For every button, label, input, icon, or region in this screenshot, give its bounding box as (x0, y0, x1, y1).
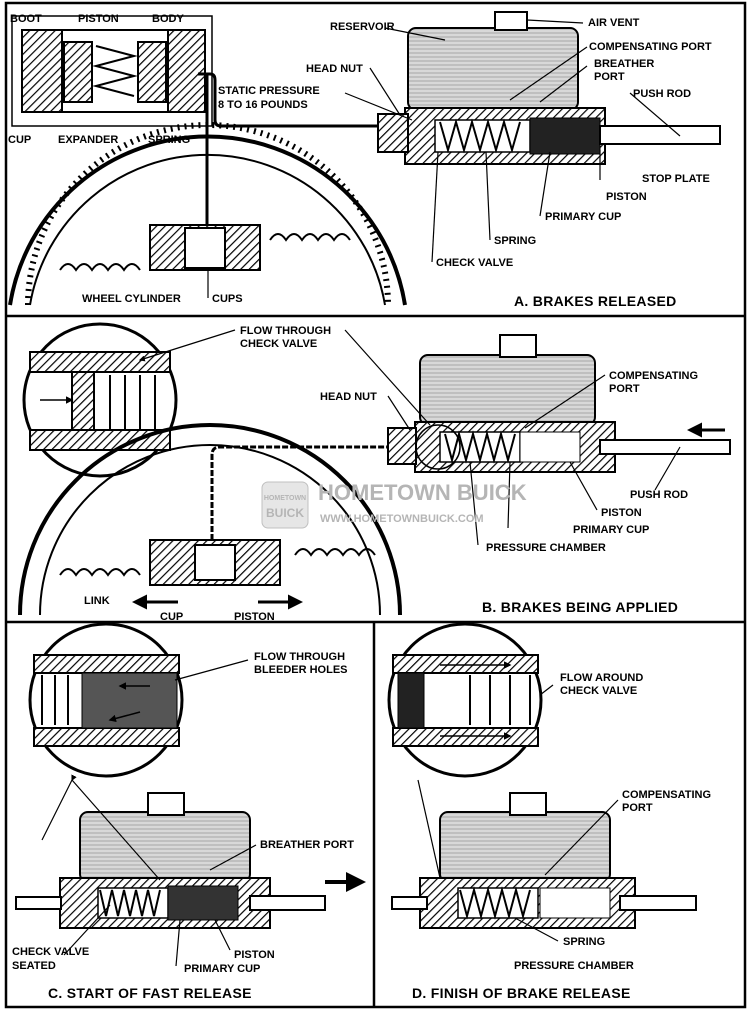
label-primary-cup-b: PRIMARY CUP (573, 524, 649, 536)
label-flow-through-c-2: BLEEDER HOLES (254, 664, 348, 676)
label-static-pressure-1: STATIC PRESSURE (218, 85, 320, 97)
labels-panel-c: FLOW THROUGH BLEEDER HOLES BREATHER PORT… (12, 651, 354, 1001)
label-piston-a: PISTON (606, 191, 647, 203)
caption-b: B. BRAKES BEING APPLIED (482, 599, 678, 615)
caption-c: C. START OF FAST RELEASE (48, 985, 252, 1001)
label-cup: CUP (8, 134, 31, 146)
label-link: LINK (84, 595, 110, 607)
label-spring-d: SPRING (563, 936, 605, 948)
label-compensating-d-1: COMPENSATING (622, 789, 711, 801)
label-compensating-port-a: COMPENSATING PORT (589, 41, 712, 53)
label-air-vent: AIR VENT (588, 17, 640, 29)
label-breather-2: PORT (594, 71, 625, 83)
labels-panel-d: FLOW AROUND CHECK VALVE COMPENSATING POR… (412, 672, 711, 1001)
label-primary-cup-a: PRIMARY CUP (545, 211, 621, 223)
label-pressure-chamber-b: PRESSURE CHAMBER (486, 542, 606, 554)
label-head-nut-b: HEAD NUT (320, 391, 377, 403)
leader-lines (63, 19, 681, 967)
caption-a: A. BRAKES RELEASED (514, 293, 677, 309)
label-check-valve-c-2: SEATED (12, 960, 56, 972)
label-push-rod-b: PUSH ROD (630, 489, 688, 501)
label-check-valve-c-1: CHECK VALVE (12, 946, 89, 958)
watermark: HOMETOWN BUICK HOMETOWN BUICK WWW.HOMETO… (261, 480, 527, 529)
label-flow-around-1: FLOW AROUND (560, 672, 643, 684)
label-push-rod-a: PUSH ROD (633, 88, 691, 100)
label-pressure-chamber-d: PRESSURE CHAMBER (514, 960, 634, 972)
panel-a (8, 11, 721, 306)
panel-d (387, 622, 697, 929)
panel-c (15, 622, 366, 929)
panel-b (18, 322, 731, 616)
label-flow-through-b-1: FLOW THROUGH (240, 325, 331, 337)
label-wheel-cylinder: WHEEL CYLINDER (82, 293, 181, 305)
label-breather-port-c: BREATHER PORT (260, 839, 354, 851)
label-stop-plate: STOP PLATE (642, 173, 710, 185)
watermark-url: WWW.HOMETOWNBUICK.COM (320, 513, 484, 525)
label-static-pressure-2: 8 TO 16 POUNDS (218, 99, 308, 111)
label-flow-around-2: CHECK VALVE (560, 685, 637, 697)
label-compensating-b-2: PORT (609, 383, 640, 395)
label-primary-cup-c: PRIMARY CUP (184, 963, 260, 975)
label-spring-wc: SPRING (148, 134, 190, 146)
label-piston-wc-b: PISTON (234, 611, 275, 623)
labels-panel-a: BOOT PISTON BODY CUP EXPANDER SPRING STA… (8, 13, 712, 309)
label-cups: CUPS (212, 293, 243, 305)
caption-d: D. FINISH OF BRAKE RELEASE (412, 985, 631, 1001)
label-cup-b: CUP (160, 611, 183, 623)
label-piston-b: PISTON (601, 507, 642, 519)
labels-panel-b: FLOW THROUGH CHECK VALVE COMPENSATING PO… (84, 325, 698, 623)
label-breather-1: BREATHER (594, 58, 654, 70)
label-flow-through-c-1: FLOW THROUGH (254, 651, 345, 663)
watermark-title: HOMETOWN BUICK (318, 480, 527, 505)
label-boot: BOOT (10, 13, 42, 25)
label-check-valve-a: CHECK VALVE (436, 257, 513, 269)
outer-frame (4, 1, 747, 1009)
watermark-logo-bottom: BUICK (266, 506, 304, 520)
label-spring-a: SPRING (494, 235, 536, 247)
label-expander: EXPANDER (58, 134, 118, 146)
label-piston-c: PISTON (234, 949, 275, 961)
label-compensating-d-2: PORT (622, 802, 653, 814)
label-head-nut-a: HEAD NUT (306, 63, 363, 75)
label-reservoir: RESERVOIR (330, 21, 395, 33)
label-flow-through-b-2: CHECK VALVE (240, 338, 317, 350)
label-piston-wc: PISTON (78, 13, 119, 25)
watermark-logo-top: HOMETOWN (264, 495, 306, 502)
wheel-cylinder-inset (11, 15, 213, 127)
label-body: BODY (152, 13, 184, 25)
label-compensating-b-1: COMPENSATING (609, 370, 698, 382)
